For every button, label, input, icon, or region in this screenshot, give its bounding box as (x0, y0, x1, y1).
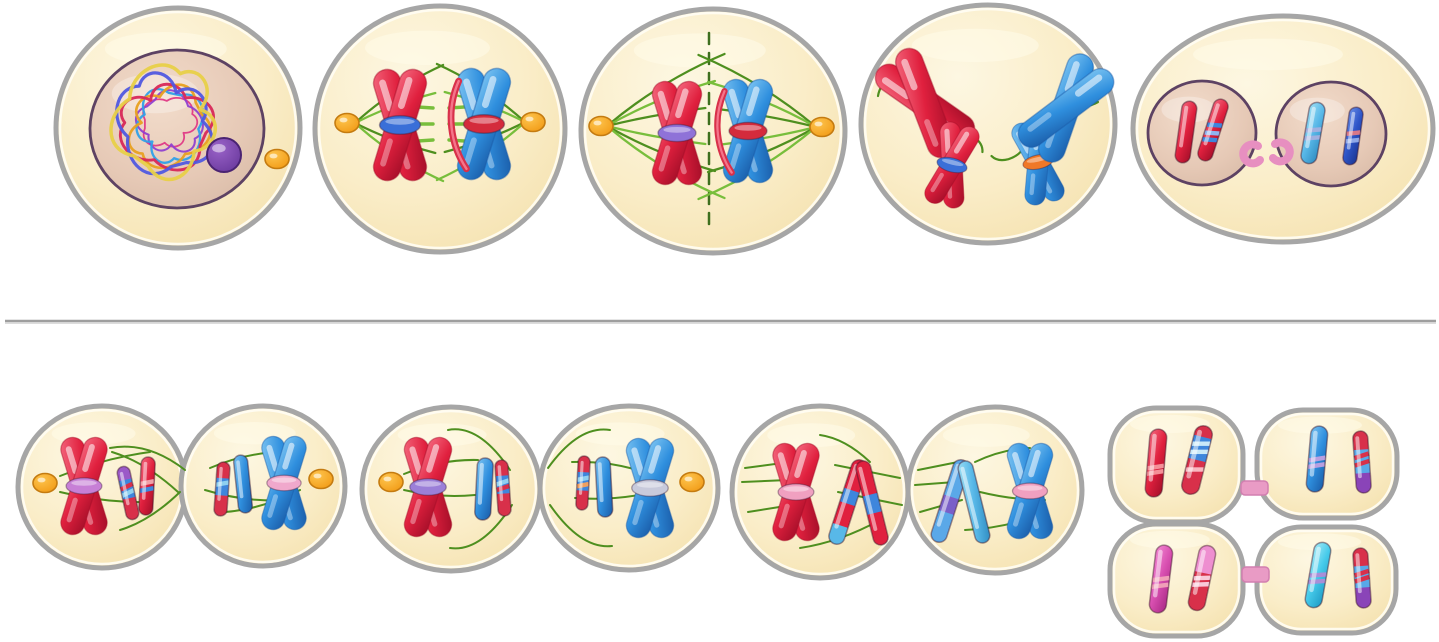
stage-prophase-metaphase-i (312, 3, 568, 255)
stage-anaphase-ii (729, 403, 1085, 581)
cell-membrane (905, 404, 1085, 576)
chromatid-rod (1304, 541, 1332, 609)
centrosome-icon (32, 472, 58, 494)
centrosome-icon (679, 471, 705, 493)
chromosome-blue (447, 67, 512, 181)
chromatid-rod (137, 456, 157, 516)
chromatid-rod (1300, 101, 1326, 165)
centrosome-icon (334, 112, 360, 134)
spindle-fiber (109, 445, 186, 471)
chromatid-rod (1148, 544, 1174, 614)
chromatid-rod (493, 459, 512, 517)
nucleus (1274, 80, 1388, 188)
nucleus (88, 48, 266, 210)
chromosome-red (772, 442, 820, 542)
spindle-fiber (549, 504, 613, 548)
chromatid-rod (1186, 543, 1218, 613)
chromatid-rod (1179, 423, 1215, 497)
cleavage-furrow-marker (1239, 140, 1264, 168)
chromosome-red (403, 436, 453, 538)
centrosome-icon (588, 115, 614, 137)
row-meiosis-i (53, 2, 1436, 256)
chromatid-rod (957, 460, 991, 544)
spindle-fiber (547, 428, 611, 469)
chromatid-rod (1174, 100, 1198, 164)
stage-telophase-ii (1107, 405, 1400, 639)
cell-membrane (1254, 407, 1400, 521)
chromatid-rod (232, 454, 254, 514)
stage-metaphase-ii (359, 403, 721, 574)
chromatid-rod (1351, 430, 1372, 494)
spindle-fiber (119, 491, 181, 531)
chromatid-rod (1351, 547, 1372, 609)
chromatid-rod (1144, 428, 1168, 498)
cytokinesis-bridge (1240, 480, 1269, 496)
centrosome-icon (809, 116, 835, 138)
nucleus (1146, 79, 1258, 187)
chromatid-rod (1305, 425, 1329, 493)
chromatid-rod (213, 461, 232, 517)
cell-membrane (312, 3, 568, 255)
cleavage-furrow-marker (1269, 138, 1294, 166)
cytokinesis-bridge (1241, 566, 1270, 583)
chromosome-blue (625, 437, 675, 539)
cell-membrane (729, 403, 911, 581)
chromosome-red (924, 121, 980, 209)
centrosome-icon (520, 111, 546, 133)
chromosome-red (372, 68, 428, 182)
chromatid-rod (574, 455, 592, 511)
chromosome-blue (1006, 442, 1054, 540)
centrosome-icon (378, 471, 404, 493)
chromatid-rod (474, 457, 494, 521)
cell-membrane (1107, 405, 1246, 525)
chromatid-rod (1342, 106, 1364, 166)
chromosome-blue (261, 435, 307, 531)
chromosome-blue (714, 78, 774, 184)
chromatid-rod (1197, 98, 1229, 162)
chromatid-rod (854, 459, 890, 547)
cell-membrane (858, 2, 1118, 246)
spindle-fiber (819, 434, 871, 463)
stage-prophase-ii (15, 403, 348, 571)
centrosome-icon (308, 468, 334, 490)
centrosome-icon (264, 148, 290, 170)
chromatid-rod (826, 457, 870, 547)
stage-anaphase-i (578, 6, 848, 256)
chromosome-red (651, 80, 703, 186)
chromosome-blue (1017, 53, 1115, 163)
stage-cytokinesis-i (1130, 13, 1436, 245)
stage-interphase (53, 5, 303, 251)
chromatin-tangle (109, 63, 217, 182)
stage-telophase-i (858, 2, 1118, 246)
cell-membrane (578, 6, 848, 256)
chromosome-red (60, 436, 108, 536)
chromatid-rod (594, 456, 614, 518)
chromatid-rod (116, 465, 140, 521)
cell-membrane (1107, 521, 1246, 639)
row-meiosis-ii (15, 403, 1400, 639)
cell-membrane (537, 403, 721, 573)
row-divider (5, 319, 1436, 325)
nucleolus (206, 137, 242, 173)
